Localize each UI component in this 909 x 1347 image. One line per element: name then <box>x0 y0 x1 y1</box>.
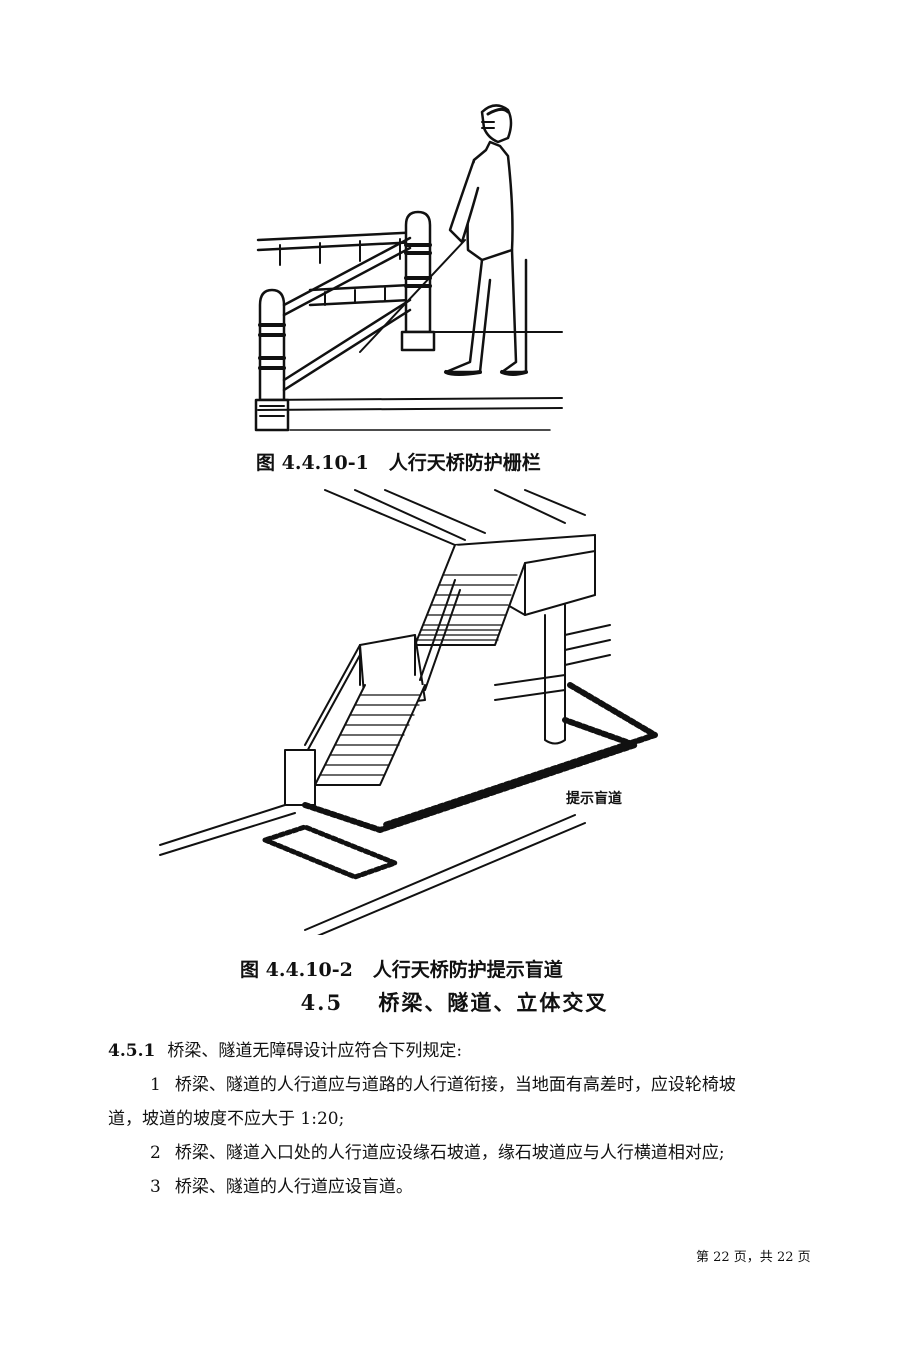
figure-2-caption-number: 图 4.4.10-2 <box>240 959 353 981</box>
clause-number: 4.5.1 <box>108 1041 156 1061</box>
section-number: 4.5 <box>300 990 344 1015</box>
list-item-text: 道，坡道的坡度不应大于 1:20; <box>108 1109 345 1129</box>
section-title: 桥梁、隧道、立体交叉 <box>378 990 609 1015</box>
figure-1-caption-text: 人行天桥防护栅栏 <box>388 452 541 474</box>
clause-text: 桥梁、隧道无障碍设计应符合下列规定: <box>167 1041 463 1061</box>
list-item-number: 2 <box>150 1143 161 1163</box>
list-item-3: 3 桥梁、隧道的人行道应设盲道。 <box>150 1170 413 1204</box>
clause-paragraph: 4.5.1 桥梁、隧道无障碍设计应符合下列规定: <box>108 1034 462 1068</box>
figure-2-caption-text: 人行天桥防护提示盲道 <box>372 959 563 981</box>
list-item-number: 3 <box>150 1177 161 1197</box>
tactile-paving-label: 提示盲道 <box>566 791 622 807</box>
list-item-text: 桥梁、隧道的人行道应设盲道。 <box>174 1177 413 1197</box>
figure-1-caption-number: 图 4.4.10-1 <box>256 452 369 474</box>
section-heading: 4.5 桥梁、隧道、立体交叉 <box>0 987 909 1017</box>
figure-2-caption: 图 4.4.10-2 人行天桥防护提示盲道 <box>240 955 563 982</box>
list-item-2: 2 桥梁、隧道入口处的人行道应设缘石坡道，缘石坡道应与人行横道相对应; <box>150 1136 725 1170</box>
figure-railing-illustration <box>254 104 563 432</box>
list-item-number: 1 <box>150 1075 161 1095</box>
list-item-text: 桥梁、隧道的人行道应与道路的人行道衔接，当地面有高差时，应设轮椅坡 <box>174 1075 736 1095</box>
list-item-text: 桥梁、隧道入口处的人行道应设缘石坡道，缘石坡道应与人行横道相对应; <box>174 1143 725 1163</box>
page-number-footer: 第 22 页，共 22 页 <box>696 1250 811 1265</box>
list-item-1-continuation: 道，坡道的坡度不应大于 1:20; <box>108 1102 344 1136</box>
figure-1-caption: 图 4.4.10-1 人行天桥防护栅栏 <box>256 448 541 475</box>
list-item-1: 1 桥梁、隧道的人行道应与道路的人行道衔接，当地面有高差时，应设轮椅坡 <box>150 1068 736 1102</box>
figure-overpass-stairs-illustration <box>159 489 658 935</box>
